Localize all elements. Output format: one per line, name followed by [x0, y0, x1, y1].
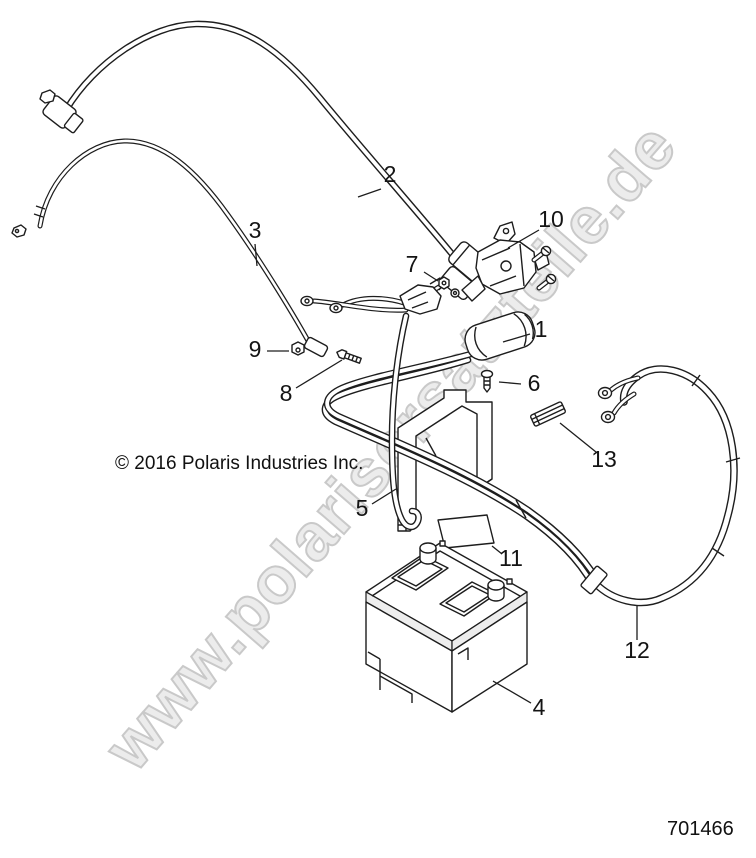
harness-tubes: [325, 352, 596, 584]
callout-10: 10: [538, 206, 564, 232]
callout-3-leader: [254, 243, 258, 267]
callout-13-leader: [559, 422, 597, 453]
screw: [531, 245, 552, 263]
solenoid-bracket-10: [461, 221, 557, 302]
ring-lug: [600, 410, 616, 424]
callout-12: 12: [624, 637, 650, 663]
bolt-6: [480, 369, 494, 393]
callout-1: 1: [535, 316, 548, 342]
cable-ferrule: [580, 565, 608, 595]
callout-13: 13: [591, 446, 617, 472]
callout-11: 11: [499, 545, 523, 571]
callout-7-leader: [423, 271, 439, 282]
battery-cap: [391, 555, 449, 591]
copyright-text: © 2016 Polaris Industries Inc.: [115, 453, 364, 474]
clip-13: [530, 401, 566, 427]
nut-9: [291, 341, 305, 356]
ring-lug: [597, 386, 613, 400]
callout-5-leader: [371, 488, 397, 505]
callout-10-leader: [507, 229, 540, 249]
callout-8-leader: [295, 359, 343, 389]
terminal-clamp: [300, 275, 456, 315]
callout-2: 2: [384, 161, 397, 187]
callout-2-leader: [357, 188, 382, 198]
callout-4-leader: [492, 680, 532, 704]
terminal-boot-1: [464, 311, 536, 361]
callout-3: 3: [249, 217, 262, 243]
callout-6: 6: [528, 370, 541, 396]
callout-5: 5: [356, 495, 369, 521]
part-number: 701466: [667, 818, 734, 840]
cable-2-end-nut: [39, 89, 56, 104]
battery: [365, 540, 528, 713]
label-plate-11: [437, 514, 495, 549]
callout-7: 7: [406, 251, 419, 277]
cable-3-end-terminal: [303, 336, 329, 358]
screw: [536, 273, 557, 291]
callout-6-leader: [498, 381, 522, 385]
battery-cable-2: [39, 24, 452, 254]
callout-4: 4: [533, 694, 546, 720]
loop-cable-12: [580, 369, 741, 602]
callout-8: 8: [280, 380, 293, 406]
battery-post: [487, 578, 513, 602]
battery-post: [419, 540, 446, 565]
callout-9: 9: [249, 336, 262, 362]
battery-cable-3: [11, 141, 329, 358]
bolt-8: [336, 349, 362, 364]
callout-1-leader: [502, 333, 531, 343]
fasteners: [291, 276, 494, 393]
callout-11-leader: [491, 545, 503, 555]
nut-7: [438, 276, 460, 298]
